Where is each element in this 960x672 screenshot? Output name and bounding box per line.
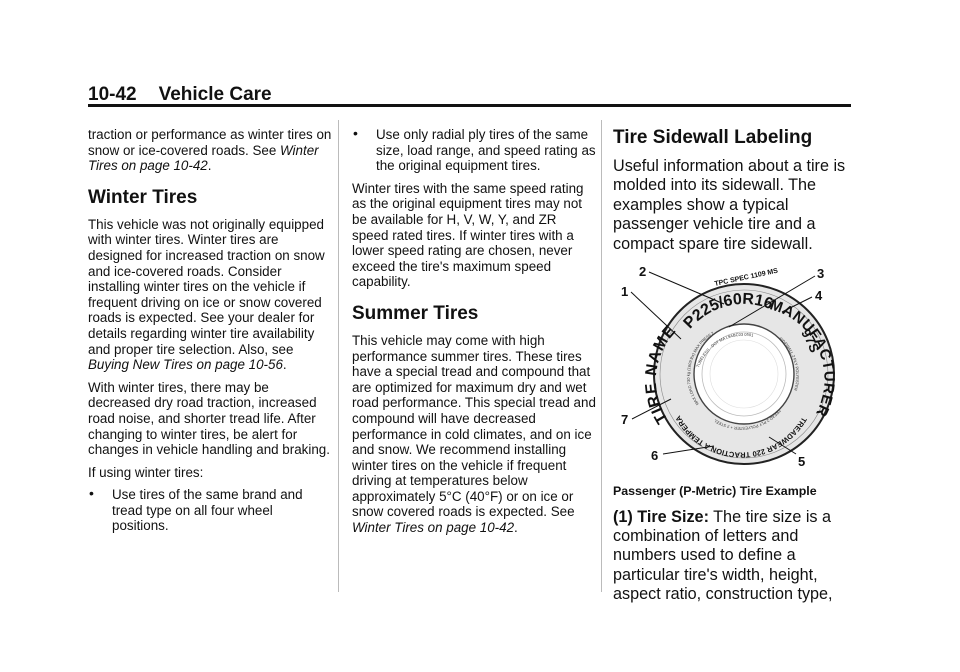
sidewall-intro: Useful information about a tire is molde…: [613, 157, 846, 253]
speed-rating-paragraph: Winter tires with the same speed rating …: [352, 180, 584, 290]
column-left: traction or performance as winter tires …: [88, 127, 332, 541]
column-middle: Use only radial ply tires of the same si…: [352, 126, 596, 543]
bullet-item: Use tires of the same brand and tread ty…: [88, 486, 332, 534]
cross-reference: Winter Tires on page 10-42: [352, 520, 515, 536]
column-right: Tire Sidewall Labeling Useful informatio…: [613, 127, 853, 612]
item-label: (1) Tire Size: [613, 507, 704, 526]
callout-number: 4: [815, 288, 823, 303]
summer-paragraph: This vehicle may come with high performa…: [352, 332, 596, 536]
winter-paragraph-2: With winter tires, there may be decrease…: [88, 379, 330, 458]
tire-size-paragraph: (1) Tire Size: The tire size is a combin…: [613, 507, 833, 604]
callout-number: 5: [798, 454, 805, 469]
bullet-item: Use only radial ply tires of the same si…: [352, 126, 596, 174]
callout-number: 2: [639, 264, 646, 279]
callout-number: 6: [651, 448, 658, 463]
header-rule: [88, 104, 851, 107]
column-divider: [338, 120, 339, 592]
tire-sidewall-diagram: P225/60R16 97S TIRE NAME MANUFACTURER TR…: [619, 264, 837, 469]
section-heading-sidewall: Tire Sidewall Labeling: [613, 127, 813, 148]
callout-number: 1: [621, 284, 628, 299]
callout-leaders: [630, 271, 816, 455]
callout-number: 7: [621, 412, 628, 427]
callout-number: 3: [817, 266, 824, 281]
winter-list-intro: If using winter tires:: [88, 464, 204, 480]
figure-caption: Passenger (P-Metric) Tire Example: [613, 484, 817, 499]
section-heading-summer: Summer Tires: [352, 302, 479, 324]
page-number: 10-42: [88, 84, 137, 105]
column-divider: [601, 120, 602, 592]
intro-paragraph: traction or performance as winter tires …: [88, 127, 332, 174]
page-header: 10-42 Vehicle Care: [88, 84, 272, 106]
section-heading-winter: Winter Tires: [88, 186, 198, 208]
section-title: Vehicle Care: [158, 84, 272, 105]
cross-reference: Winter Tires on page 10-42: [88, 142, 319, 174]
wheel-opening: [693, 323, 795, 425]
cross-reference: Buying New Tires on page 10-56: [88, 357, 283, 373]
winter-paragraph: This vehicle was not originally equipped…: [88, 216, 325, 373]
